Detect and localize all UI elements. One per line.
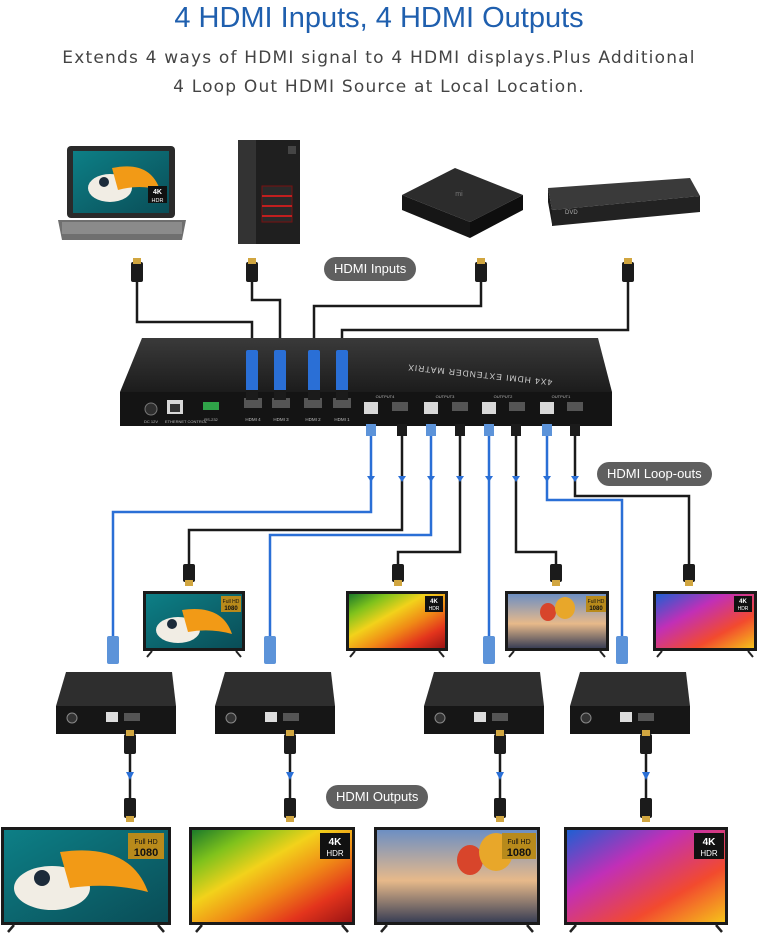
output-badge-bottom: 1080	[507, 847, 531, 859]
input-port-label: HDMI 3	[273, 417, 289, 422]
matrix-output-ports: OUTPUT4 OUTPUT3 OUTPUT2 OUTPUT1	[364, 394, 583, 414]
output-port-label: OUTPUT1	[552, 394, 571, 399]
output-display-2: 4K HDR	[189, 827, 355, 933]
output-badge-top: 4K	[329, 837, 343, 848]
output-display-1: Full HD 1080	[1, 827, 171, 933]
extender-receiver-1	[56, 672, 176, 734]
input-port-label: HDMI 4	[245, 417, 261, 422]
matrix-input-ports: HDMI 4 HDMI 3 HDMI 2 HDMI 1	[244, 398, 351, 422]
matrix-ethernet-label: ETHERNET CONTROL	[165, 419, 208, 424]
cable-connectors	[107, 424, 695, 664]
loop-badge-bottom: HDR	[429, 606, 440, 612]
extender-receiver-2	[215, 672, 335, 734]
matrix-rs232-label: RS-232	[204, 417, 218, 422]
hdmi-outputs-label: HDMI Outputs	[326, 785, 429, 809]
loop-badge-top: Full HD	[223, 599, 240, 605]
output-display-4: 4K HDR	[564, 827, 728, 933]
output-cable-plugs	[124, 730, 652, 822]
hdmi-matrix-unit: 4X4 HDMI EXTENDER MATRIX DC 12V ETHERNET…	[120, 338, 612, 426]
page-title: 4 HDMI Inputs, 4 HDMI Outputs	[174, 2, 584, 34]
svg-text:mi: mi	[455, 191, 463, 198]
media-box-source: mi	[402, 168, 523, 238]
subtitle-line-2: 4 Loop Out HDMI Source at Local Location…	[173, 77, 585, 97]
extender-receiver-4	[570, 672, 690, 734]
loop-display-4: 4K HDR	[653, 591, 757, 658]
hdmi-inputs-label: HDMI Inputs	[324, 257, 417, 281]
output-cable-arrows	[126, 772, 650, 780]
extender-receiver-3	[424, 672, 544, 734]
output-port-label: OUTPUT4	[376, 394, 395, 399]
output-port-label: OUTPUT2	[494, 394, 513, 399]
laptop-badge-bottom: HDR	[152, 198, 164, 204]
loop-badge-bottom: HDR	[738, 606, 749, 612]
arrow-markers	[367, 476, 579, 482]
input-cable-plugs	[246, 350, 348, 400]
output-badge-top: Full HD	[134, 839, 157, 846]
loop-badge-top: 4K	[739, 599, 747, 605]
output-badge-bottom: HDR	[700, 849, 718, 858]
input-port-label: HDMI 1	[334, 417, 350, 422]
desktop-pc-source	[238, 140, 300, 244]
input-plugs	[131, 258, 634, 282]
output-badge-bottom: 1080	[134, 847, 158, 859]
output-badge-top: Full HD	[507, 839, 530, 846]
ethernet-cables	[111, 430, 624, 640]
loop-badge-top: 4K	[430, 599, 438, 605]
dvd-player-source: DVD	[548, 178, 700, 226]
output-port-label: OUTPUT3	[436, 394, 455, 399]
subtitle-line-1: Extends 4 ways of HDMI signal to 4 HDMI …	[62, 48, 696, 68]
loop-display-1: Full HD 1080	[143, 591, 245, 658]
loop-badge-bottom: 1080	[224, 606, 238, 612]
loop-badge-top: Full HD	[588, 599, 605, 605]
loop-badge-bottom: 1080	[589, 606, 603, 612]
loop-display-2: 4K HDR	[346, 591, 448, 658]
input-port-label: HDMI 2	[305, 417, 321, 422]
matrix-power-label: DC 12V	[144, 419, 158, 424]
laptop-source: 4K HDR	[58, 146, 186, 240]
dvd-label: DVD	[565, 210, 578, 216]
output-display-3: Full HD 1080	[374, 827, 540, 933]
hdmi-loopouts-label: HDMI Loop-outs	[597, 462, 712, 486]
output-badge-bottom: HDR	[326, 849, 344, 858]
loop-display-3: Full HD 1080	[505, 591, 609, 658]
laptop-badge-top: 4K	[153, 189, 162, 196]
output-badge-top: 4K	[703, 837, 717, 848]
